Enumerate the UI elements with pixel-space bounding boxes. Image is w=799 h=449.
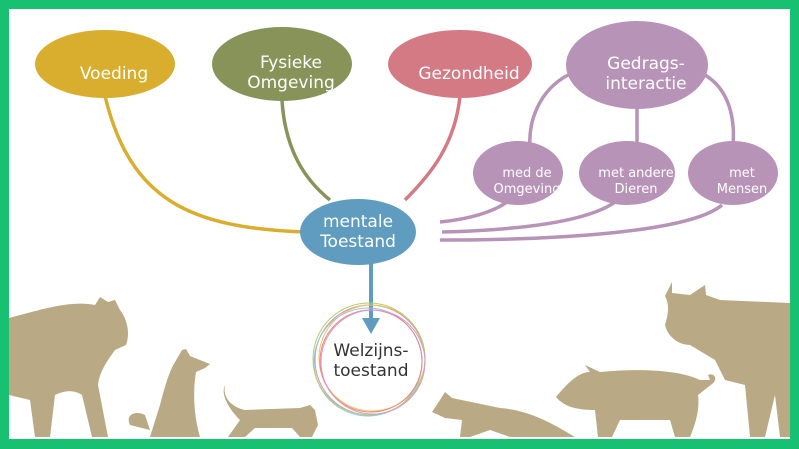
cow-silhouette xyxy=(665,282,790,437)
node-gedrags-interactie xyxy=(566,21,708,109)
label-med-de-omgeving: med de Omgeving xyxy=(493,166,561,197)
label-mentale-toestand: mentale Toestand xyxy=(320,211,396,252)
connector-gedrag-omgeving xyxy=(528,73,569,149)
node-mentale-toestand xyxy=(300,199,416,265)
connector-gedrag-mensen xyxy=(704,73,736,146)
welzijn-rings xyxy=(312,302,426,417)
label-gedrags-interactie: Gedrags- interactie xyxy=(605,53,687,94)
node-met-mensen xyxy=(688,141,778,205)
label-fysieke-omgeving: Fysieke Omgeving xyxy=(247,52,335,93)
connector-fysieke xyxy=(280,99,332,202)
label-voeding: Voeding xyxy=(79,63,149,84)
tiger-silhouette xyxy=(9,297,128,437)
node-fysieke-omgeving xyxy=(212,27,352,101)
label-welzijnstoestand: Welzijns- toestand xyxy=(333,340,409,381)
diagram-graphics xyxy=(9,21,790,437)
connector-omgeving-mentale xyxy=(439,198,512,224)
fox-silhouette xyxy=(432,392,575,437)
label-gezondheid: Gezondheid xyxy=(418,63,520,84)
label-met-andere-dieren: met andere Dieren xyxy=(598,166,674,197)
connector-voeding xyxy=(103,95,306,234)
connector-mensen-mentale xyxy=(439,203,724,242)
node-met-andere-dieren xyxy=(579,141,675,205)
dog-silhouette xyxy=(128,349,210,437)
pig-silhouette xyxy=(556,365,716,437)
arrow-head xyxy=(362,318,380,334)
label-met-mensen: met Mensen xyxy=(716,166,768,197)
cat-silhouette xyxy=(223,385,318,437)
node-voeding xyxy=(35,30,175,98)
diagram-canvas: Voeding Fysieke Omgeving Gezondheid Gedr… xyxy=(9,9,790,439)
connector-gezondheid xyxy=(403,95,462,202)
node-gezondheid xyxy=(388,30,532,98)
node-med-de-omgeving xyxy=(473,141,563,205)
connector-dieren-mentale xyxy=(441,198,620,234)
